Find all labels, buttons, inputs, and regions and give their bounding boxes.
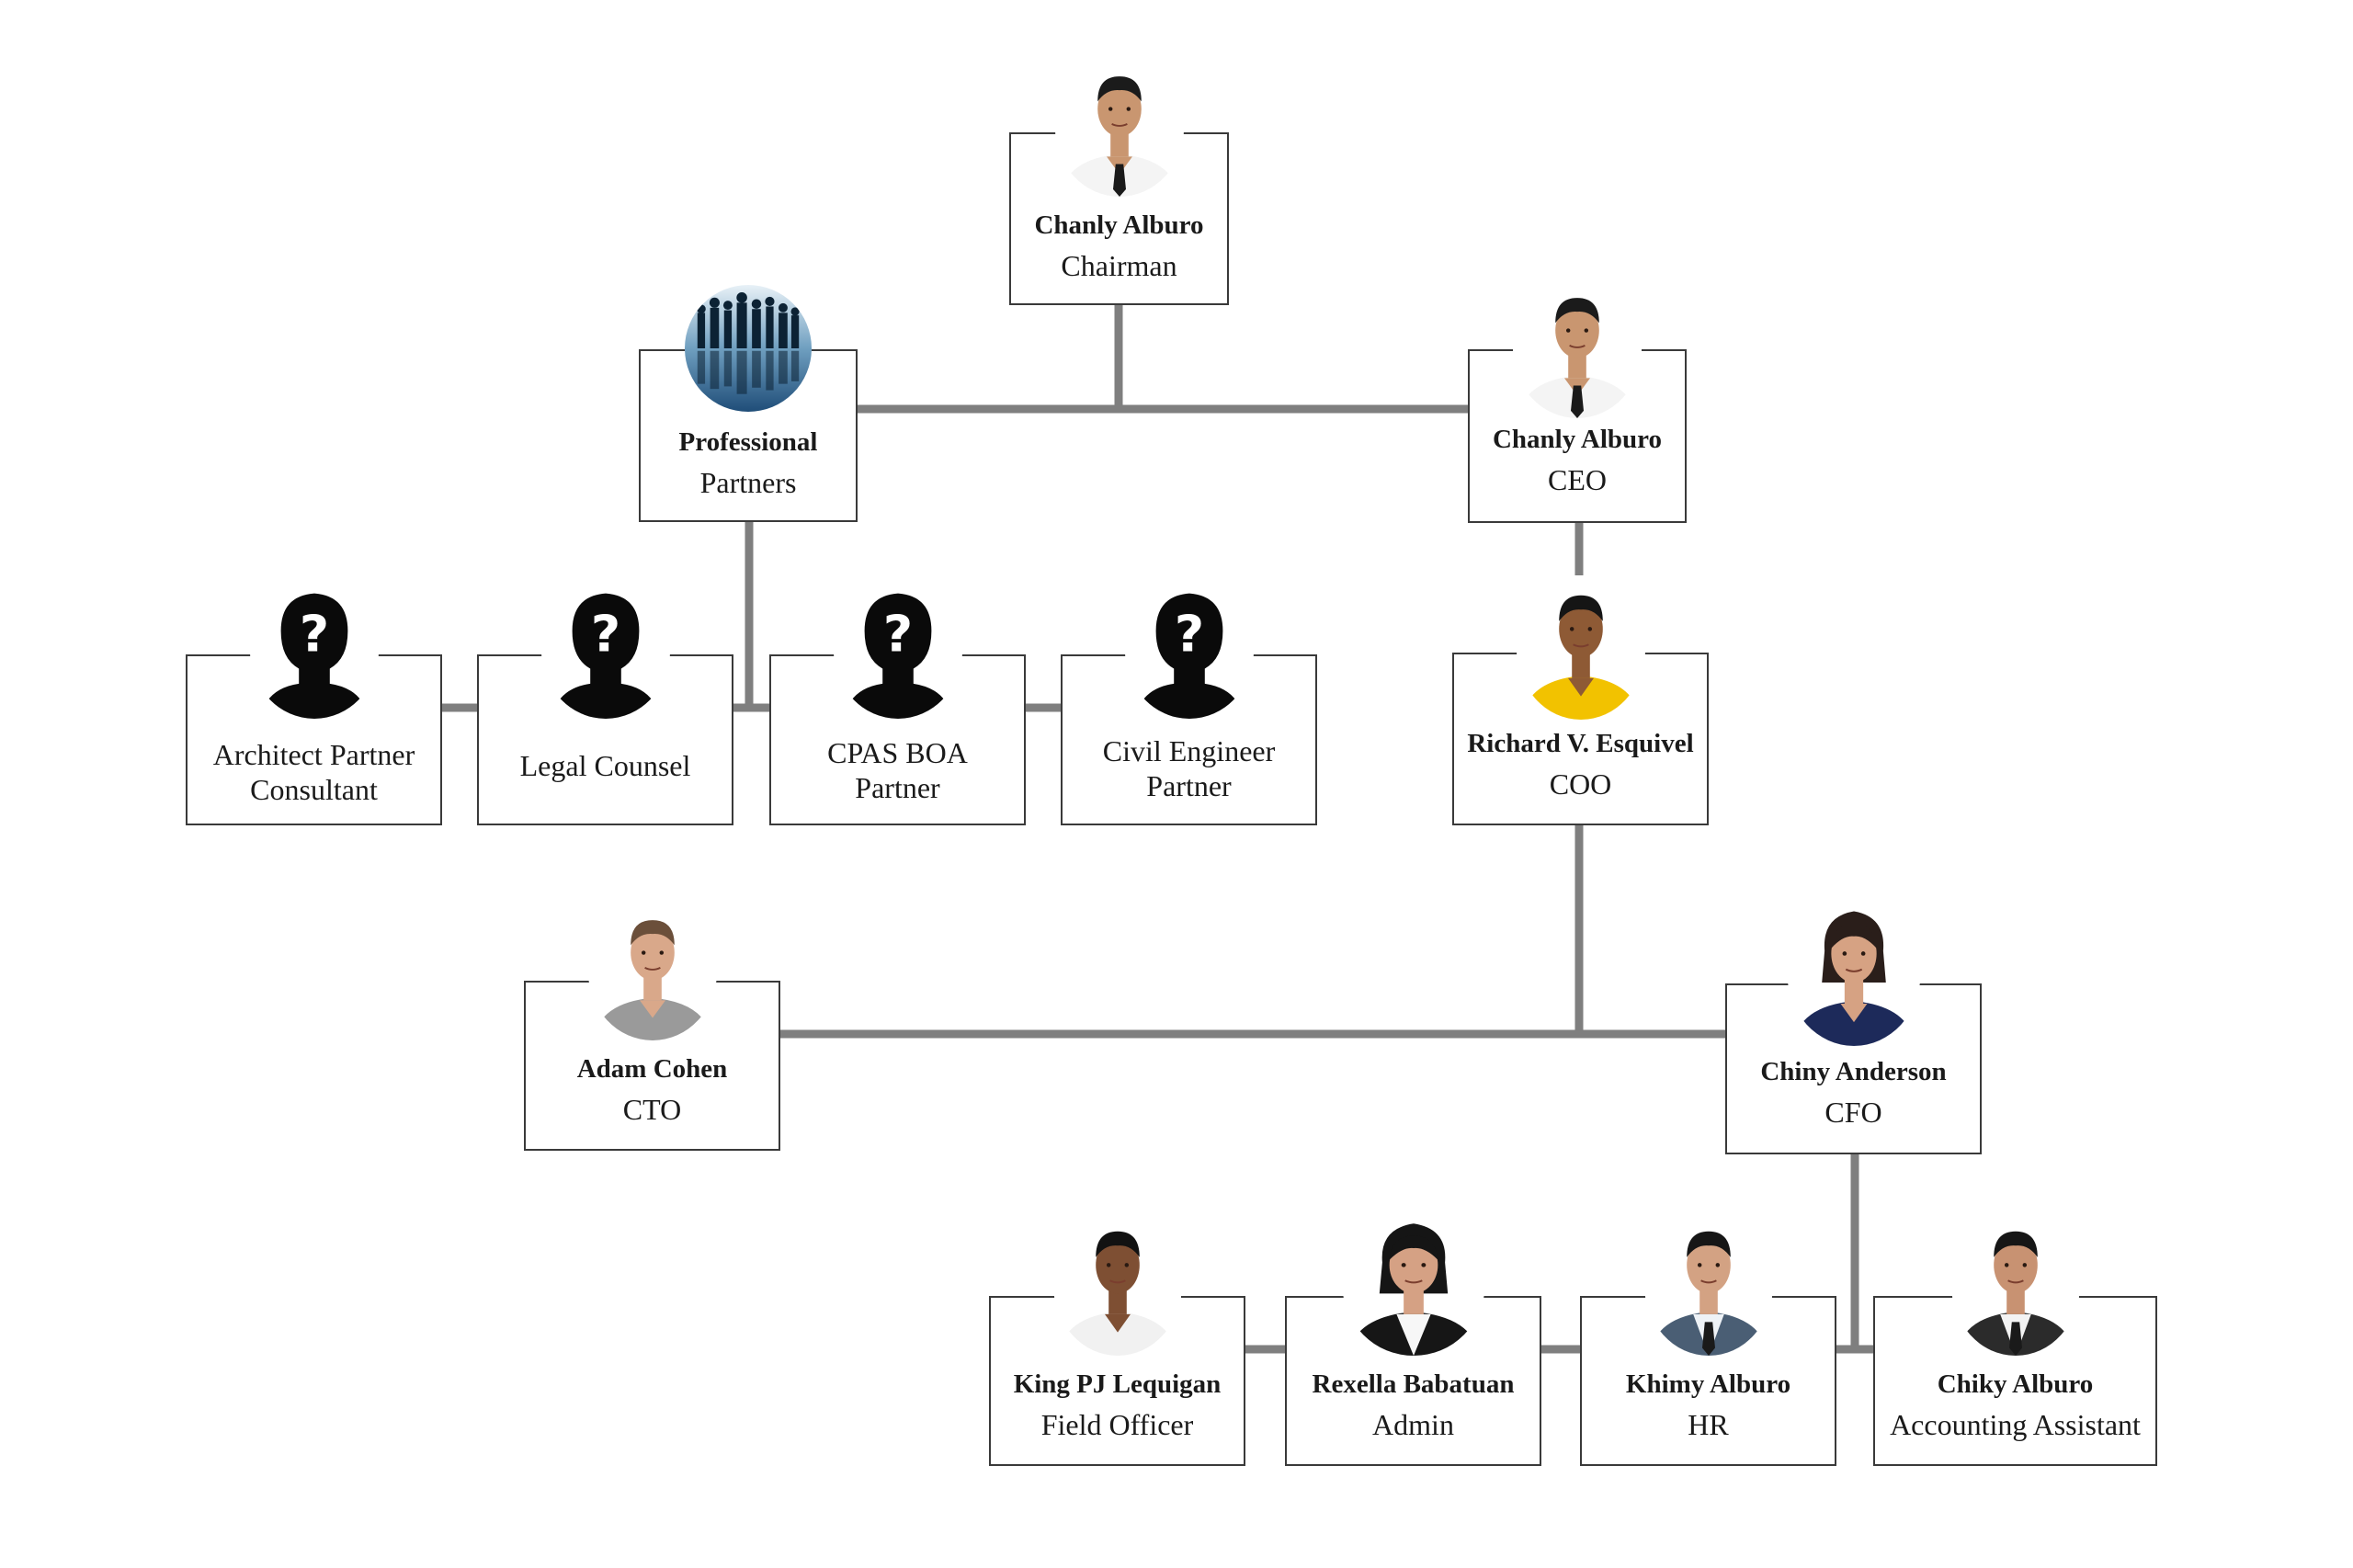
node-field-officer[interactable]: King PJ Lequigan Field Officer [989,1213,1245,1466]
node-accounting-assistant[interactable]: Chiky Alburo Accounting Assistant [1873,1213,2157,1466]
node-chairman[interactable]: Chanly Alburo Chairman [1009,59,1229,305]
civil-line2: Partner [1146,769,1232,802]
node-cpas-boa-partner[interactable]: ? CPAS BOA Partner [769,581,1026,825]
node-ceo[interactable]: Chanly Alburo CEO [1468,280,1687,523]
node-coo[interactable]: Richard V. Esquivel COO [1452,577,1709,825]
hr-photo [1643,1213,1773,1356]
svg-text:?: ? [1174,606,1203,664]
cto-role: CTO [622,1093,682,1126]
hr-name: Khimy Alburo [1625,1369,1791,1399]
architect-line1: Architect Partner [212,738,415,771]
svg-text:?: ? [590,606,620,664]
unknown-person-icon: ? [249,581,379,719]
chairman-role: Chairman [1061,249,1177,282]
cto-photo [587,903,717,1040]
cfo-photo [1787,901,1920,1046]
accounting-assistant-photo [1950,1213,2080,1356]
coo-role: COO [1549,767,1612,801]
admin-name: Rexella Babatuan [1312,1369,1515,1399]
admin-role: Admin [1372,1408,1454,1441]
legal-role: Legal Counsel [519,749,691,782]
field-officer-photo [1052,1213,1182,1356]
cfo-role: CFO [1824,1096,1882,1129]
unknown-person-icon: ? [540,581,670,719]
unknown-person-icon: ? [1124,581,1254,719]
unknown-person-icon: ? [833,581,962,719]
node-legal-counsel[interactable]: ? Legal Counsel [477,581,733,825]
partners-subtitle: Partners [699,466,797,499]
chairman-photo [1054,59,1184,197]
group-silhouettes-icon [685,285,812,412]
cpas-line1: CPAS BOA [827,736,968,769]
node-admin[interactable]: Rexella Babatuan Admin [1285,1213,1541,1466]
svg-text:?: ? [299,606,328,664]
architect-line2: Consultant [250,773,378,806]
accounting-name: Chiky Alburo [1937,1369,2094,1399]
coo-name: Richard V. Esquivel [1467,729,1694,758]
ceo-role: CEO [1548,463,1607,496]
field-officer-role: Field Officer [1040,1408,1194,1441]
coo-photo [1516,577,1645,720]
node-architect-partner[interactable]: ? Architect Partner Consultant [186,581,442,825]
civil-line1: Civil Engineer [1102,734,1276,767]
partners-title: Professional [678,427,818,457]
ceo-photo [1513,280,1642,418]
svg-text:?: ? [882,606,912,664]
cto-name: Adam Cohen [576,1054,728,1084]
node-professional-partners[interactable]: Professional Partners [639,285,858,522]
hr-role: HR [1688,1408,1729,1441]
node-civil-engineer-partner[interactable]: ? Civil Engineer Partner [1061,581,1317,825]
node-hr[interactable]: Khimy Alburo HR [1580,1213,1836,1466]
node-cto[interactable]: Adam Cohen CTO [524,903,780,1151]
chairman-name: Chanly Alburo [1034,210,1204,240]
node-cfo[interactable]: Chiny Anderson CFO [1725,901,1982,1154]
ceo-name: Chanly Alburo [1492,425,1662,454]
field-officer-name: King PJ Lequigan [1013,1369,1222,1399]
cpas-line2: Partner [855,771,940,804]
accounting-role: Accounting Assistant [1890,1408,2141,1441]
cfo-name: Chiny Anderson [1760,1057,1947,1086]
admin-photo [1342,1213,1484,1356]
